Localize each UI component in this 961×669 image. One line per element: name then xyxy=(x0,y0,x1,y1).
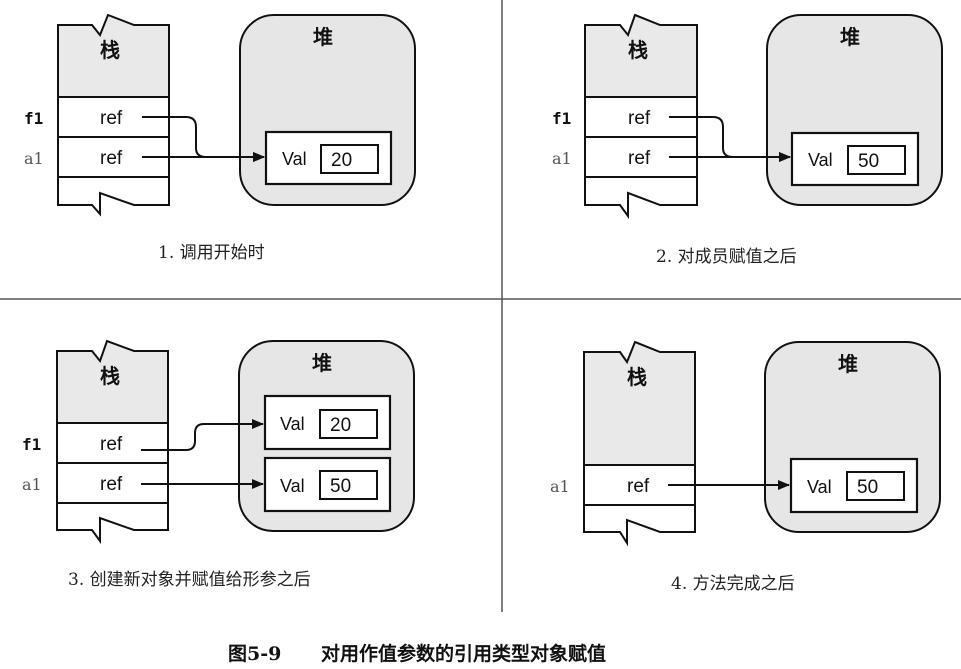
heap-title: 堆 xyxy=(838,352,858,376)
stack-title: 栈 xyxy=(100,38,120,62)
val-value: 50 xyxy=(857,477,878,498)
stack-frame: 栈 ref ref xyxy=(57,13,170,217)
heap-title: 堆 xyxy=(840,25,860,49)
heap-object-original: Val 50 xyxy=(263,456,392,513)
val-label: Val xyxy=(808,150,833,170)
stack-slot-empty xyxy=(583,504,696,547)
heap-object: Val 50 xyxy=(789,457,919,514)
var-a1-label: a1 xyxy=(552,149,572,168)
var-f1-label: f1 xyxy=(24,109,43,128)
panel-caption: 3. 创建新对象并赋值给形参之后 xyxy=(68,570,311,590)
panel-2: 栈 ref ref f1 a1 堆 Val 50 2. 对成员赋值之后 xyxy=(552,13,943,267)
figure-title: 对用作值参数的引用类型对象赋值 xyxy=(321,642,606,665)
val-value: 50 xyxy=(330,476,351,497)
panel-caption: 2. 对成员赋值之后 xyxy=(656,247,797,267)
heap-title: 堆 xyxy=(313,25,333,49)
stack-frame: 栈 ref ref xyxy=(56,339,169,545)
panel-caption: 4. 方法完成之后 xyxy=(671,574,795,594)
heap-region: 堆 Val 20 Val 50 xyxy=(238,340,415,532)
val-label: Val xyxy=(807,477,832,497)
var-a1-label: a1 xyxy=(22,475,42,494)
figure-label: 图5-9 xyxy=(228,643,281,665)
heap-object-new: Val 20 xyxy=(263,394,392,451)
stack-slot-empty xyxy=(57,176,170,217)
heap-region: 堆 Val 20 xyxy=(239,14,416,206)
stack-frame: 栈 ref xyxy=(583,340,696,547)
stack-title: 栈 xyxy=(627,365,647,389)
ref-label: ref xyxy=(628,148,651,169)
val-label: Val xyxy=(282,149,307,169)
val-label: Val xyxy=(280,414,305,434)
stack-title: 栈 xyxy=(100,364,120,388)
stack-title: 栈 xyxy=(628,38,648,62)
stack-slot-f1 xyxy=(56,422,169,464)
var-f1-label: f1 xyxy=(22,435,41,454)
ref-label: ref xyxy=(100,148,123,169)
val-value: 20 xyxy=(330,415,351,436)
panel-4: 栈 ref a1 堆 Val 50 4. 方法完成之后 xyxy=(550,340,941,594)
var-a1-label: a1 xyxy=(550,477,570,496)
ref-label: ref xyxy=(100,474,123,495)
heap-region: 堆 Val 50 xyxy=(764,341,941,533)
ref-label: ref xyxy=(100,434,123,455)
stack-slot-empty xyxy=(584,176,698,220)
val-label: Val xyxy=(280,476,305,496)
heap-region: 堆 Val 50 xyxy=(766,14,943,206)
val-value: 20 xyxy=(331,150,352,171)
panel-1: 栈 ref ref f1 a1 堆 Val 20 1. 调用开始时 xyxy=(24,13,416,263)
ref-label: ref xyxy=(628,108,651,129)
var-f1-label: f1 xyxy=(552,109,571,128)
panel-3: 栈 ref ref f1 a1 堆 Val 20 Val 50 xyxy=(22,339,415,590)
heap-object: Val 50 xyxy=(790,131,920,187)
heap-title: 堆 xyxy=(312,351,332,375)
arrow-f1 xyxy=(141,419,264,451)
ref-label: ref xyxy=(100,108,123,129)
panel-caption: 1. 调用开始时 xyxy=(158,243,265,263)
val-value: 50 xyxy=(858,151,879,172)
stack-frame: 栈 ref ref xyxy=(584,13,698,220)
stack-slot-empty xyxy=(56,502,169,545)
heap-object: Val 20 xyxy=(264,130,393,186)
ref-label: ref xyxy=(627,476,650,497)
var-a1-label: a1 xyxy=(24,149,44,168)
